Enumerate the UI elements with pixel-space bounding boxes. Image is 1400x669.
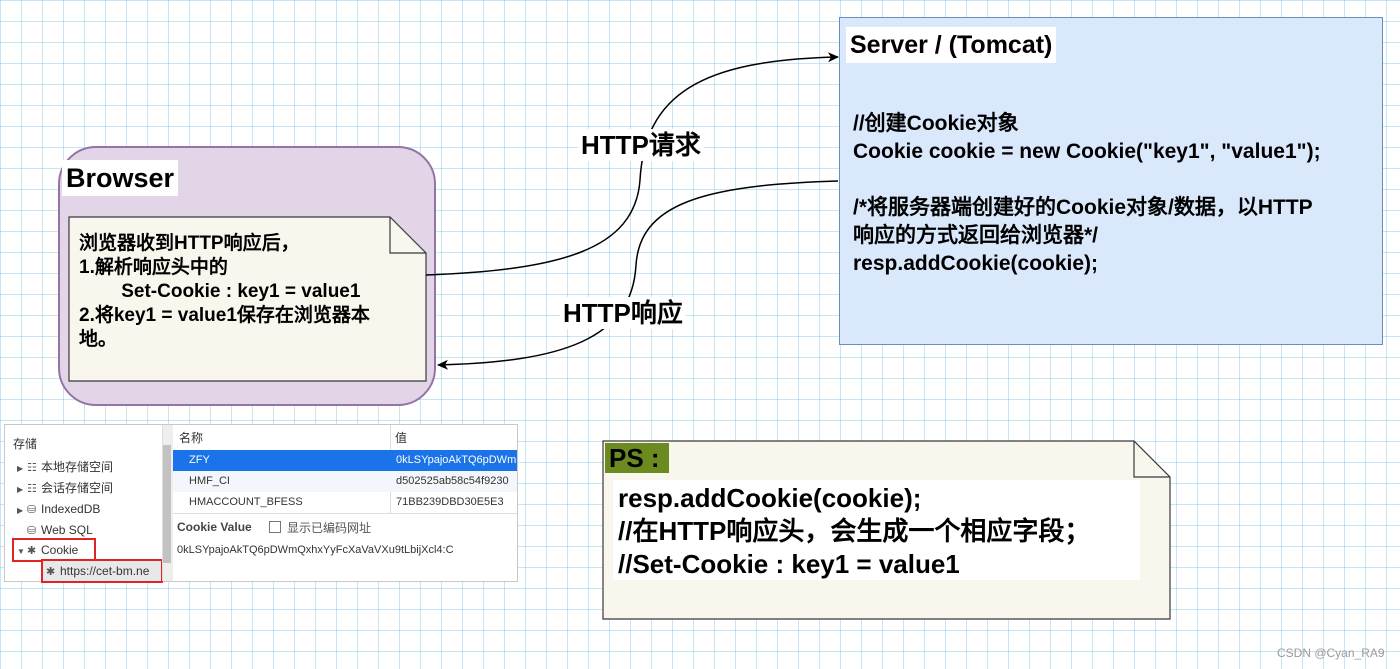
browser-note-line: 浏览器收到HTTP响应后， [79, 233, 300, 254]
table-row[interactable]: ZFY 0kLSYpajoAkTQ6pDWm [173, 450, 517, 471]
server-code: //创建Cookie对象 Cookie cookie = new Cookie(… [853, 110, 1383, 278]
server-code-line: Cookie cookie = new Cookie("key1", "valu… [853, 140, 1321, 163]
storage-header: 存储 [13, 437, 38, 451]
response-edge-label: HTTP响应 [560, 297, 686, 329]
browser-note-line: 2.将key1 = value1保存在浏览器本 [79, 305, 370, 326]
ps-body-background [613, 480, 1140, 580]
ps-title: PS : [605, 443, 669, 473]
storage-sidebar: 存储 ▶☷本地存储空间 ▶☷会话存储空间 ▶⛁IndexedDB ⛁Web SQ… [5, 425, 173, 583]
table-row[interactable]: HMF_CI d502525ab58c54f9230 [173, 471, 517, 492]
cookie-name-cell: ZFY [189, 454, 210, 466]
browser-note-line: 地。 [79, 329, 118, 350]
cookie-value-cell: d502525ab58c54f9230 [396, 475, 509, 487]
expand-arrow-icon[interactable]: ▶ [17, 485, 24, 494]
server-code-line: //创建Cookie对象 [853, 112, 1019, 135]
cookie-name-cell: HMF_CI [189, 475, 230, 487]
ps-line: resp.addCookie(cookie); [618, 483, 922, 513]
cookie-value-cell: 0kLSYpajoAkTQ6pDWm [396, 454, 516, 466]
expand-arrow-icon[interactable]: ▶ [17, 506, 24, 515]
ps-note-fold [1133, 441, 1170, 478]
cookie-value-text: 0kLSYpajoAkTQ6pDWmQxhxYyFcXaVaVXu9tLbijX… [177, 544, 454, 556]
decode-checkbox-label: 显示已编码网址 [287, 521, 372, 535]
tree-item-label: https://cet-bm.ne [60, 564, 150, 578]
cookie-table: 名称 值 ZFY 0kLSYpajoAkTQ6pDWm HMF_CI d5025… [173, 425, 517, 515]
tree-item-indexeddb[interactable]: ▶⛁ IndexedDB [17, 499, 100, 519]
tree-item-label: Cookie [41, 543, 79, 557]
cookie-value-cell: 71BB239DBD30E5E3 [396, 496, 504, 508]
browser-note-line: 1.解析响应头中的 [79, 257, 228, 278]
request-edge-label: HTTP请求 [578, 129, 704, 161]
tree-item-cookie-site[interactable]: ✱ https://cet-bm.ne [41, 559, 163, 583]
tree-item-label: IndexedDB [41, 502, 101, 516]
tree-item-label: 本地存储空间 [41, 460, 114, 474]
tree-item-web-sql[interactable]: ⛁ Web SQL [17, 520, 93, 540]
decode-checkbox[interactable] [269, 521, 281, 533]
cookie-icon: ✱ [46, 566, 56, 578]
expand-arrow-icon[interactable]: ▶ [17, 464, 24, 473]
server-code-line: /*将服务器端创建好的Cookie对象/数据，以HTTP [853, 196, 1313, 219]
decode-checkbox-row[interactable]: 显示已编码网址 [269, 519, 371, 536]
cookie-value-label: Cookie Value [177, 520, 252, 534]
tree-item-cookie[interactable]: ▼✱ Cookie [12, 538, 96, 562]
cookie-icon: ✱ [27, 545, 37, 557]
tree-item-label: Web SQL [41, 523, 93, 537]
tree-item-local-storage[interactable]: ▶☷ 本地存储空间 [17, 457, 113, 477]
column-header-name[interactable]: 名称 [179, 431, 204, 445]
cookie-value-pane: Cookie Value 显示已编码网址 0kLSYpajoAkTQ6pDWmQ… [173, 513, 517, 582]
devtools-storage-panel: 存储 ▶☷本地存储空间 ▶☷会话存储空间 ▶⛁IndexedDB ⛁Web SQ… [4, 424, 518, 583]
browser-note-text: 浏览器收到HTTP响应后， 1.解析响应头中的 Set-Cookie : key… [79, 232, 419, 352]
ps-text: resp.addCookie(cookie); //在HTTP响应头，会生成一个… [618, 482, 1090, 581]
server-code-line: 响应的方式返回给浏览器*/ [853, 224, 1099, 247]
ps-line: //Set-Cookie : key1 = value1 [618, 549, 960, 579]
database-icon: ⛁ [27, 504, 37, 516]
server-title: Server / (Tomcat) [846, 27, 1057, 63]
database-icon: ⛁ [27, 525, 37, 537]
watermark: CSDN @Cyan_RA9 [1277, 646, 1385, 660]
table-row[interactable]: HMACCOUNT_BFESS 71BB239DBD30E5E3 [173, 492, 517, 513]
server-code-line [853, 166, 1383, 194]
server-code-line: resp.addCookie(cookie); [853, 252, 1099, 275]
cookie-name-cell: HMACCOUNT_BFESS [189, 496, 303, 508]
column-header-value[interactable]: 值 [395, 431, 408, 445]
request-edge [425, 52, 839, 276]
grid-icon: ☷ [27, 483, 37, 495]
tree-item-session-storage[interactable]: ▶☷ 会话存储空间 [17, 478, 113, 498]
tree-item-label: 会话存储空间 [41, 481, 114, 495]
sidebar-scrollbar-thumb[interactable] [163, 445, 171, 563]
grid-icon: ☷ [27, 462, 37, 474]
browser-note-line: Set-Cookie : key1 = value1 [79, 281, 361, 302]
browser-title: Browser [62, 160, 179, 196]
ps-line: //在HTTP响应头，会生成一个相应字段； [618, 516, 1091, 546]
server-container [839, 17, 1383, 345]
expand-arrow-icon[interactable]: ▼ [17, 547, 25, 556]
response-edge [437, 180, 839, 370]
